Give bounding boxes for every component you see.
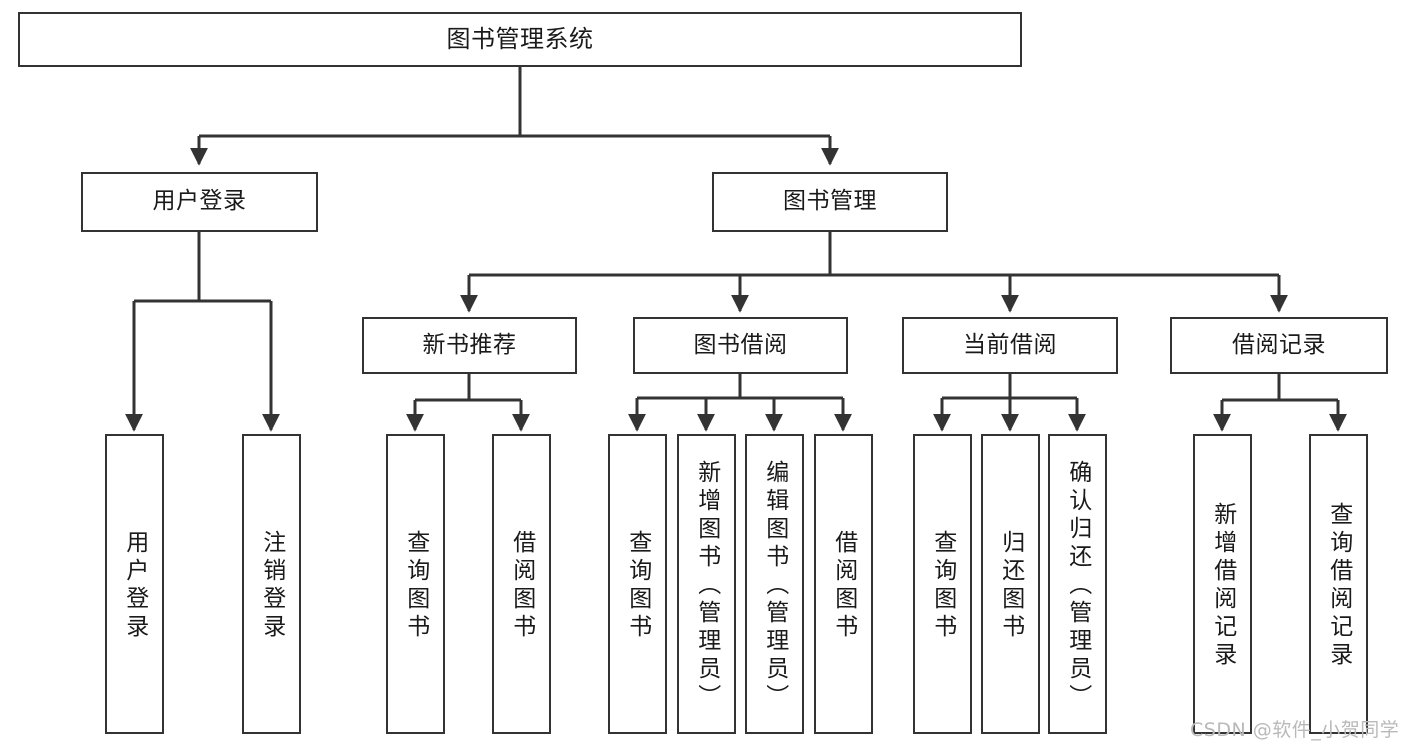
csdn-watermark: CSDN @软件_小贺同学 [1190, 719, 1400, 741]
node-leaf-borrow-book-1-label: 借阅图书 [508, 530, 535, 642]
node-leaf-add-record-label: 新增借阅记录 [1209, 502, 1236, 670]
node-book-borrow[interactable]: 图书借阅 [633, 317, 848, 374]
node-leaf-query-book-1-label: 查询图书 [402, 530, 429, 642]
node-leaf-query-book-3[interactable]: 查询图书 [913, 434, 972, 734]
node-leaf-query-book-1[interactable]: 查询图书 [386, 434, 445, 734]
node-leaf-query-book-3-label: 查询图书 [929, 530, 956, 642]
node-leaf-query-book-2[interactable]: 查询图书 [608, 434, 667, 734]
node-leaf-edit-book-label: 编辑图书（管理员） [761, 460, 788, 712]
node-leaf-return-book-label: 归还图书 [997, 530, 1024, 642]
node-leaf-logout-label: 注销登录 [258, 530, 285, 642]
node-leaf-edit-book[interactable]: 编辑图书（管理员） [745, 434, 804, 734]
node-leaf-add-book-label: 新增图书（管理员） [693, 460, 720, 712]
node-user-login-label: 用户登录 [152, 188, 247, 215]
node-leaf-borrow-book-2-label: 借阅图书 [830, 530, 857, 642]
node-leaf-add-book[interactable]: 新增图书（管理员） [677, 434, 736, 734]
node-leaf-confirm-return-label: 确认归还（管理员） [1064, 460, 1091, 712]
node-borrow-record-label: 借阅记录 [1232, 331, 1326, 358]
node-borrow-record[interactable]: 借阅记录 [1170, 317, 1388, 374]
node-leaf-borrow-book-2[interactable]: 借阅图书 [814, 434, 873, 734]
node-leaf-confirm-return[interactable]: 确认归还（管理员） [1048, 434, 1107, 734]
node-book-borrow-label: 图书借阅 [693, 331, 788, 358]
node-leaf-logout[interactable]: 注销登录 [242, 434, 301, 734]
node-book-manage[interactable]: 图书管理 [712, 172, 948, 232]
node-root[interactable]: 图书管理系统 [18, 12, 1022, 67]
node-new-book-rec[interactable]: 新书推荐 [362, 317, 577, 374]
node-leaf-query-record-label: 查询借阅记录 [1325, 502, 1352, 670]
node-current-borrow-label: 当前借阅 [963, 331, 1057, 358]
node-leaf-user-login-label: 用户登录 [121, 530, 148, 642]
node-leaf-query-book-2-label: 查询图书 [624, 530, 651, 642]
node-leaf-return-book[interactable]: 归还图书 [981, 434, 1040, 734]
node-leaf-add-record[interactable]: 新增借阅记录 [1193, 434, 1252, 734]
node-leaf-borrow-book-1[interactable]: 借阅图书 [492, 434, 551, 734]
node-book-manage-label: 图书管理 [783, 188, 877, 215]
node-leaf-query-record[interactable]: 查询借阅记录 [1309, 434, 1368, 734]
node-user-login[interactable]: 用户登录 [81, 172, 318, 232]
node-leaf-user-login[interactable]: 用户登录 [105, 434, 164, 734]
node-current-borrow[interactable]: 当前借阅 [902, 317, 1118, 374]
node-root-label: 图书管理系统 [446, 25, 594, 54]
node-new-book-rec-label: 新书推荐 [422, 331, 517, 358]
